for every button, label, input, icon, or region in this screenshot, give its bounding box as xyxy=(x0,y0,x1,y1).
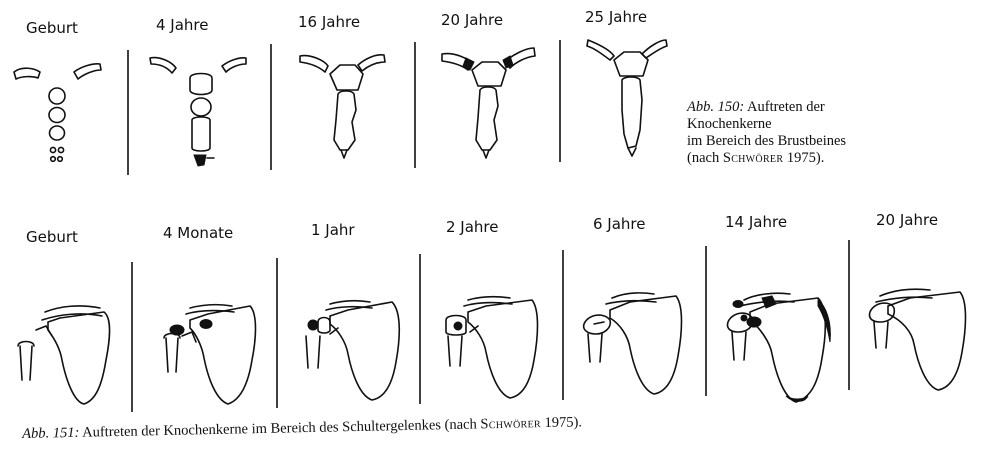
sternum-20-years xyxy=(442,48,535,158)
sternum-4-years xyxy=(150,58,246,166)
shoulder-14-years xyxy=(727,293,830,402)
shoulder-2-years xyxy=(446,297,538,398)
shoulder-4-months xyxy=(164,305,256,404)
sternum-25-years xyxy=(587,40,667,156)
shoulder-1-year xyxy=(306,301,399,400)
shoulder-birth xyxy=(18,306,110,404)
shoulder-20-years xyxy=(869,289,965,390)
shoulder-6-years xyxy=(584,293,682,394)
sternum-birth xyxy=(14,64,101,161)
sternum-16-years xyxy=(300,55,385,158)
